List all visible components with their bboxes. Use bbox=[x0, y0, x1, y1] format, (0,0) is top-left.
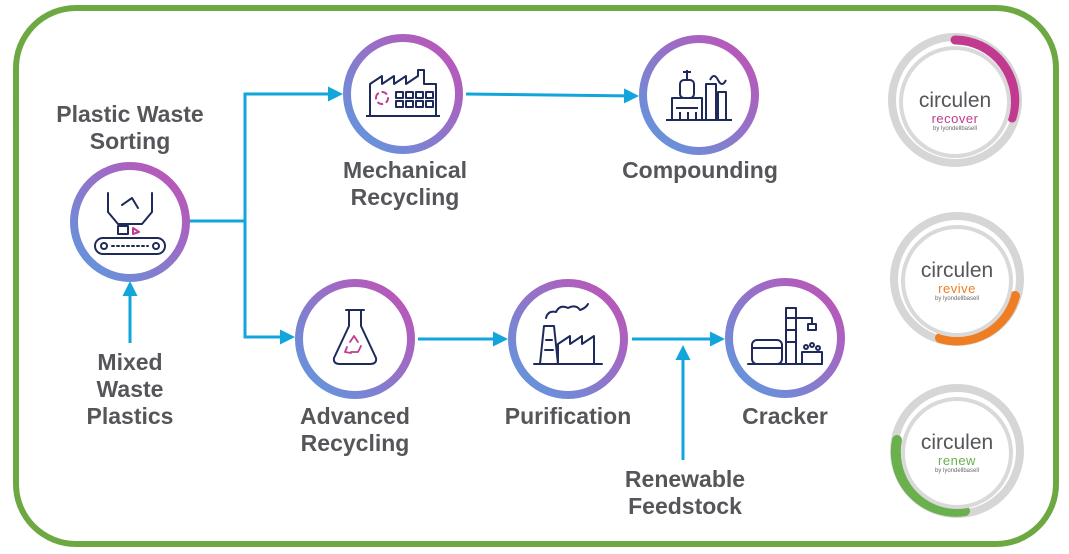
brand-circulen-revive: circulen revive by lyondellbasell bbox=[897, 260, 1017, 303]
brand-by: by lyondellbasell bbox=[932, 126, 978, 132]
node-advanced bbox=[295, 279, 415, 399]
label-purification: Purification bbox=[468, 403, 668, 430]
brand-word: circulen bbox=[920, 259, 994, 282]
label-line: Purification bbox=[504, 403, 632, 429]
smokestack-icon bbox=[533, 303, 603, 365]
brand-circulen-recover: circulen recover by lyondellbasell bbox=[895, 90, 1015, 133]
label-plastic-waste-sorting: Plastic Waste Sorting bbox=[30, 101, 230, 155]
brand-sub: recover bbox=[931, 111, 979, 126]
brand-circulen-renew: circulen renew by lyondellbasell bbox=[897, 432, 1017, 475]
brand-ring-recover bbox=[888, 33, 1022, 167]
label-line: Mechanical bbox=[343, 157, 467, 183]
label-line: Advanced bbox=[300, 403, 410, 429]
connector-mechanical-compounding bbox=[465, 88, 639, 104]
cracker-plant-icon bbox=[747, 307, 823, 365]
brand-word: circulen bbox=[918, 89, 992, 112]
recycle-flask-icon bbox=[332, 309, 378, 365]
label-line: Waste bbox=[96, 376, 164, 402]
node-cracker bbox=[725, 278, 845, 398]
connectors bbox=[122, 86, 725, 460]
node-mechanical bbox=[343, 34, 463, 154]
conveyor-sorting-icon bbox=[94, 192, 166, 255]
node-sorting bbox=[70, 162, 190, 282]
connector-to-mechanical bbox=[243, 86, 343, 221]
label-mixed-waste-plastics: Mixed Waste Plastics bbox=[70, 349, 190, 430]
label-line: Recycling bbox=[300, 430, 410, 456]
node-purification bbox=[508, 279, 628, 399]
label-compounding: Compounding bbox=[600, 157, 800, 184]
connector-to-advanced bbox=[243, 221, 295, 345]
brand-word: circulen bbox=[920, 431, 994, 454]
label-mechanical-recycling: Mechanical Recycling bbox=[305, 157, 505, 211]
label-line: Plastics bbox=[86, 403, 174, 429]
label-renewable-feedstock: Renewable Feedstock bbox=[585, 466, 785, 520]
label-line: Mixed bbox=[97, 349, 163, 375]
label-line: Compounding bbox=[622, 157, 778, 183]
factory-icon bbox=[366, 69, 440, 117]
brand-by: by lyondellbasell bbox=[934, 468, 980, 474]
label-line: Feedstock bbox=[628, 493, 742, 519]
brand-sub: renew bbox=[938, 453, 976, 468]
brand-sub: revive bbox=[938, 281, 976, 296]
label-advanced-recycling: Advanced Recycling bbox=[255, 403, 455, 457]
label-line: Plastic Waste bbox=[56, 101, 204, 127]
refinery-icon bbox=[666, 70, 732, 121]
label-line: Sorting bbox=[89, 128, 171, 154]
brand-ring-renew bbox=[890, 384, 1024, 518]
node-compounding bbox=[639, 35, 759, 155]
label-line: Renewable bbox=[624, 466, 746, 492]
label-line: Cracker bbox=[742, 403, 828, 429]
label-cracker: Cracker bbox=[685, 403, 885, 430]
outer-border bbox=[13, 5, 1059, 547]
brand-by: by lyondellbasell bbox=[934, 296, 980, 302]
label-line: Recycling bbox=[350, 184, 460, 210]
brand-ring-revive bbox=[890, 212, 1024, 346]
